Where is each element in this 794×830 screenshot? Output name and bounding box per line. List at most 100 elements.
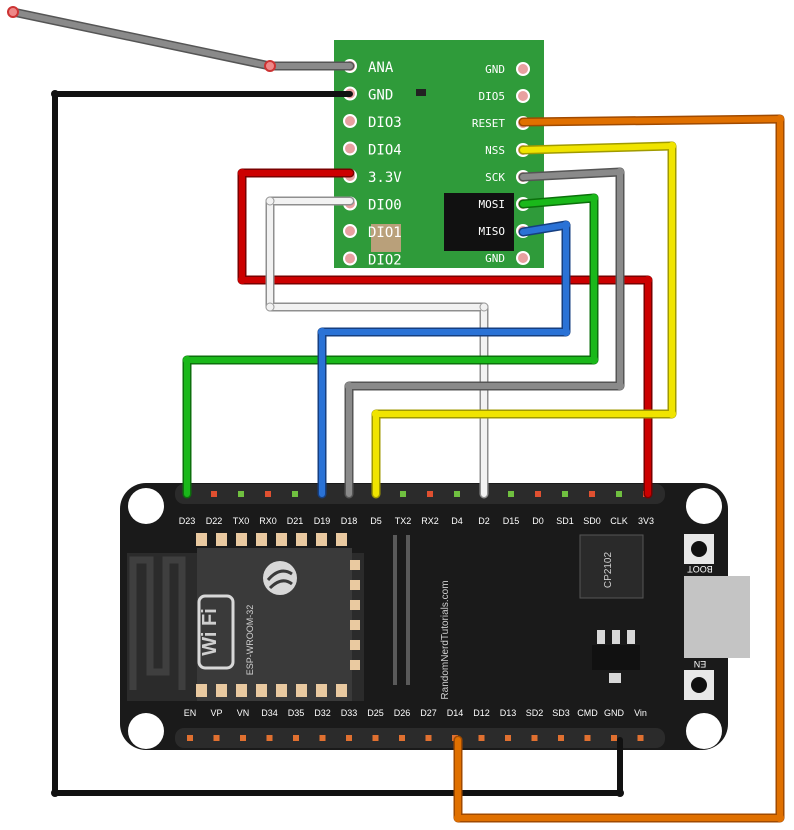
- lora-pin: [343, 251, 357, 266]
- lora-pin-label: DIO5: [479, 90, 506, 103]
- lora-pin-label: SCK: [485, 171, 505, 184]
- esp32-pin-label: D2: [478, 516, 490, 526]
- esp32-pin: [265, 491, 271, 497]
- esp32-pin: [616, 491, 622, 497]
- antenna-wire: [10, 9, 353, 69]
- esp32-pin-label: RX0: [259, 516, 277, 526]
- esp32-pin-label: D4: [451, 516, 463, 526]
- esp32-pin: [425, 735, 432, 741]
- esp32-pin: [319, 735, 326, 741]
- esp32-pin: [531, 735, 538, 741]
- esp32-pin-label: 3V3: [638, 516, 654, 526]
- esp32-pin: [211, 491, 217, 497]
- esp32-pin-label: Vin: [634, 708, 647, 718]
- lora-pin-label: DIO0: [368, 198, 402, 214]
- esp32-pin-label: SD1: [556, 516, 574, 526]
- esp32-pin-label: SD2: [526, 708, 544, 718]
- lora-pin-label: ANA: [368, 60, 394, 76]
- mount-hole: [686, 488, 722, 524]
- lora-pin: [343, 114, 357, 128]
- header-marks: [393, 535, 410, 685]
- esp32-pin: [400, 491, 406, 497]
- wifi-logo-text: Wi Fi: [199, 608, 221, 656]
- esp32-pin-label: VN: [237, 708, 250, 718]
- esp32-pin-label: CMD: [577, 708, 598, 718]
- esp32-pin-label: D13: [500, 708, 517, 718]
- watermark-text: RandomNerdTutorials.com: [440, 580, 451, 699]
- esp32-pin-label: TX2: [395, 516, 412, 526]
- esp32-pin-label: D32: [314, 708, 331, 718]
- esp32-pin-label: D14: [447, 708, 464, 718]
- esp32-pin: [266, 735, 273, 741]
- esp32-pin-label: D23: [179, 516, 196, 526]
- lora-pin-label: DIO4: [368, 143, 402, 159]
- lora-pin: [516, 251, 530, 265]
- esp32-pin-label: SD0: [583, 516, 601, 526]
- lora-pin-label: GND: [485, 63, 505, 76]
- lora-pin-label: DIO1: [368, 225, 402, 241]
- esp32-pin: [292, 491, 298, 497]
- esp32-pin-label: RX2: [421, 516, 439, 526]
- lora-pin-label: MISO: [479, 225, 506, 238]
- esp32-pin: [562, 491, 568, 497]
- esp32-pin: [505, 735, 511, 741]
- esp32-pin: [427, 491, 433, 497]
- regulator-pin: [597, 630, 605, 644]
- esp32-pin-label: VP: [210, 708, 222, 718]
- lora-smd: [416, 89, 426, 96]
- esp32-pin: [293, 735, 299, 741]
- espressif-logo-mark: [266, 569, 293, 590]
- esp32-pin: [240, 735, 246, 741]
- esp32-pin-label: GND: [604, 708, 625, 718]
- regulator-tab: [609, 673, 621, 683]
- esp32-pin: [346, 735, 352, 741]
- esp32-pin-label: CLK: [610, 516, 628, 526]
- lora-pin: [516, 62, 530, 76]
- esp32-pin-label: D5: [370, 516, 382, 526]
- esp32-pin-label: D26: [394, 708, 411, 718]
- pcb-antenna: [129, 556, 186, 690]
- lora-pin-label: MOSI: [479, 198, 506, 211]
- wire-joints: [7, 6, 784, 822]
- esp32-pin-label: SD3: [552, 708, 570, 718]
- esp32-pin: [611, 735, 617, 741]
- regulator-pin: [627, 630, 635, 644]
- esp32-pin: [589, 491, 595, 497]
- boot-label: BOOT: [687, 564, 713, 574]
- wifi-logo-icon: [197, 594, 235, 670]
- cp2102-label: CP2102: [603, 551, 614, 588]
- esp32-pin-label: D18: [341, 516, 358, 526]
- esp32-pin-label: D25: [367, 708, 384, 718]
- esp32-pin-label: D33: [341, 708, 358, 718]
- lora-pin-label: DIO2: [368, 253, 402, 269]
- lora-pin: [343, 141, 357, 156]
- mount-hole: [686, 713, 722, 749]
- wroom-pads: [196, 533, 360, 697]
- lora-pin-label: GND: [485, 252, 505, 265]
- esp32-pin-label: D22: [206, 516, 223, 526]
- lora-pin-label: DIO3: [368, 115, 402, 131]
- lora-pin: [343, 224, 357, 238]
- esp32-pin: [558, 735, 564, 741]
- esp32-pin: [187, 735, 193, 741]
- esp32-pin-label: D0: [532, 516, 544, 526]
- lora-pin-label: RESET: [472, 117, 505, 130]
- esp32-pin-label: D19: [314, 516, 331, 526]
- esp32-pin-label: D34: [261, 708, 278, 718]
- esp32-pin: [478, 735, 485, 741]
- esp32-pin: [508, 491, 514, 497]
- lora-pin-label: 3.3V: [368, 170, 402, 186]
- esp32-pin-label: D35: [288, 708, 305, 718]
- esp32-pin-label: D27: [420, 708, 437, 718]
- top-header-strip: [175, 484, 665, 504]
- usb-port[interactable]: [684, 576, 750, 658]
- mount-hole: [128, 488, 164, 524]
- cp2102-chip: [579, 534, 644, 599]
- esp32-pin-label: EN: [184, 708, 197, 718]
- en-button-cap[interactable]: [691, 677, 707, 693]
- voltage-regulator: [592, 645, 640, 670]
- lora-pin: [516, 89, 530, 103]
- boot-button-cap[interactable]: [691, 541, 707, 557]
- esp32-pin-label: D21: [287, 516, 304, 526]
